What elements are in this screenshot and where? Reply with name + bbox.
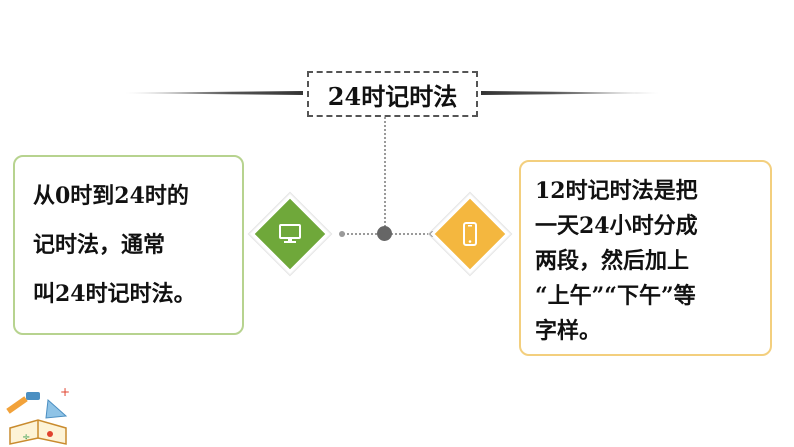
card-line: 字样。 <box>535 318 602 344</box>
card-line: 12时记时法是把 <box>535 178 698 204</box>
card-line: 一天24小时分成 <box>535 213 698 239</box>
smartphone-icon <box>455 219 485 249</box>
page-title: 24时记时法 <box>307 71 478 117</box>
card-line: 记时法，通常 <box>33 232 166 258</box>
definition-card-12h: 12时记时法是把 一天24小时分成 两段，然后加上 “上午”“下午”等 字样。 <box>519 160 772 356</box>
connector-end-left <box>339 231 345 237</box>
card-line: 叫24时记时法。 <box>33 281 196 307</box>
card-line: 两段，然后加上 <box>535 248 690 274</box>
connector-hub <box>377 226 392 241</box>
svg-text:+: + <box>60 385 70 399</box>
connector-end-right <box>429 231 435 237</box>
card-line: “上午”“下午”等 <box>535 283 696 309</box>
card-line: 从0时到24时的 <box>33 183 189 209</box>
title-divider-right <box>481 91 659 95</box>
book-illustration: + ÷ <box>0 380 80 447</box>
connector-vertical <box>384 117 386 231</box>
title-divider-left <box>125 91 303 95</box>
monitor-icon <box>275 219 305 249</box>
svg-text:÷: ÷ <box>22 432 30 443</box>
definition-card-24h: 从0时到24时的 记时法，通常 叫24时记时法。 <box>13 155 244 335</box>
